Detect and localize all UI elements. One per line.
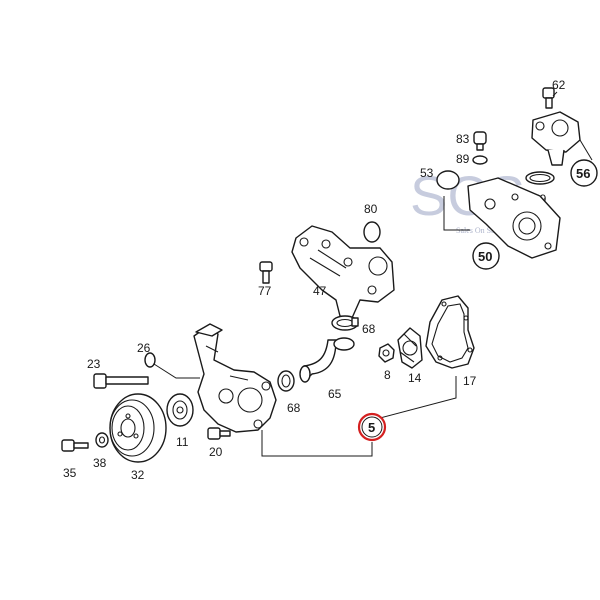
pulley-hub-11 — [166, 393, 194, 427]
label-11: 11 — [176, 435, 189, 449]
bolt-35 — [61, 439, 89, 452]
label-83: 83 — [456, 132, 470, 146]
oring-53 — [436, 170, 460, 190]
label-47: 47 — [313, 284, 327, 298]
watermark-tagline: Sales On Sale — [456, 226, 501, 235]
label-17: 17 — [463, 374, 477, 388]
coolant-manifold-47 — [291, 225, 395, 319]
thermostat-cover — [531, 111, 593, 166]
bolt-77 — [259, 261, 273, 284]
long-bolt-23 — [93, 373, 149, 389]
callout-circle-50 — [472, 242, 500, 270]
assembly-bracket-5 — [261, 430, 373, 457]
label-68-lower: 68 — [287, 401, 301, 415]
label-20: 20 — [209, 445, 223, 459]
nut-8 — [378, 343, 395, 363]
label-89: 89 — [456, 152, 470, 166]
assembly-leader-5 — [379, 376, 457, 419]
callout-circle-56 — [570, 159, 598, 187]
oring-80 — [363, 221, 381, 243]
label-14: 14 — [408, 371, 422, 385]
coolant-hose-65 — [299, 337, 355, 383]
label-62: 62 — [552, 78, 566, 92]
label-77: 77 — [258, 284, 272, 298]
label-8: 8 — [384, 368, 391, 382]
thermostat-housing-50 — [443, 177, 561, 259]
label-80: 80 — [364, 202, 378, 216]
washer-38 — [95, 432, 109, 448]
label-35: 35 — [63, 466, 77, 480]
impeller-14 — [397, 327, 423, 369]
label-23: 23 — [87, 357, 101, 371]
washer-26 — [144, 352, 156, 368]
hose-clamp-68-upper — [331, 315, 359, 331]
label-50: 50 — [478, 249, 492, 264]
pulley-32 — [109, 393, 167, 463]
label-56: 56 — [576, 166, 590, 181]
gasket-17 — [425, 295, 475, 369]
label-68-upper: 68 — [362, 322, 376, 336]
label-26: 26 — [137, 341, 151, 355]
plug-83 — [473, 131, 487, 151]
bolt-20 — [207, 427, 231, 440]
bleed-screw-62 — [542, 87, 558, 109]
hose-clamp-68-lower — [277, 370, 295, 392]
label-32: 32 — [131, 468, 145, 482]
label-5: 5 — [368, 420, 375, 435]
highlight-ring-5 — [357, 412, 387, 442]
label-38: 38 — [93, 456, 107, 470]
label-65: 65 — [328, 387, 342, 401]
water-pump-body — [193, 323, 277, 433]
label-53: 53 — [420, 166, 434, 180]
washer-89 — [472, 155, 488, 165]
